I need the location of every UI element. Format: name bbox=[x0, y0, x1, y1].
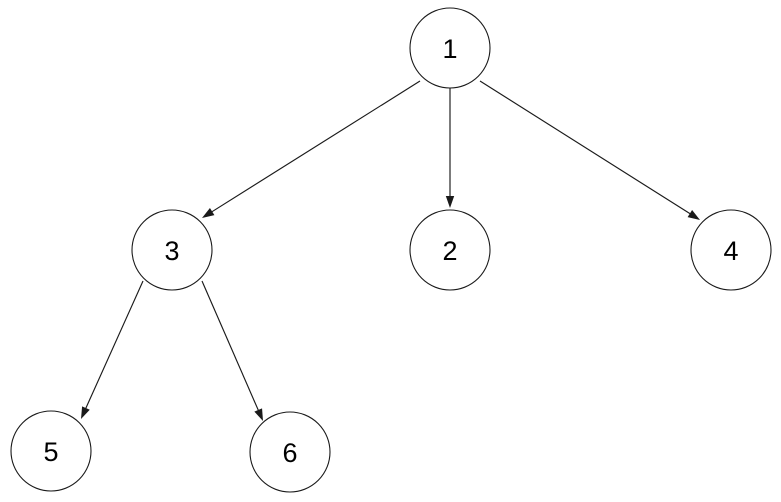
graph-edge-1-to-4 bbox=[479, 80, 700, 220]
node-circle[interactable] bbox=[10, 410, 92, 492]
graph-node-6[interactable]: 6 bbox=[249, 411, 331, 493]
edge-line bbox=[84, 280, 144, 411]
nodes-layer: 1 3 2 4 5 6 bbox=[10, 7, 772, 493]
edge-arrowhead-icon bbox=[81, 406, 90, 419]
edge-arrowhead-icon bbox=[687, 210, 700, 220]
edge-line bbox=[479, 80, 692, 216]
graph-edge-3-to-5 bbox=[81, 280, 144, 419]
edge-arrowhead-icon bbox=[445, 196, 455, 208]
node-circle[interactable] bbox=[409, 209, 491, 291]
graph-edge-1-to-2 bbox=[445, 88, 455, 208]
node-circle[interactable] bbox=[131, 209, 213, 291]
edge-arrowhead-icon bbox=[202, 208, 215, 218]
graph-node-2[interactable]: 2 bbox=[409, 209, 491, 291]
edge-line bbox=[210, 80, 421, 214]
node-circle[interactable] bbox=[409, 7, 491, 89]
graph-node-5[interactable]: 5 bbox=[10, 410, 92, 492]
edges-layer bbox=[81, 80, 700, 421]
graph-node-3[interactable]: 3 bbox=[131, 209, 213, 291]
node-circle[interactable] bbox=[249, 411, 331, 493]
graph-node-4[interactable]: 4 bbox=[690, 209, 772, 291]
graph-edge-1-to-3 bbox=[202, 80, 421, 218]
edge-line bbox=[201, 280, 260, 413]
graph-node-1[interactable]: 1 bbox=[409, 7, 491, 89]
graph-edge-3-to-6 bbox=[201, 280, 263, 421]
node-circle[interactable] bbox=[690, 209, 772, 291]
edge-arrowhead-icon bbox=[254, 408, 263, 421]
